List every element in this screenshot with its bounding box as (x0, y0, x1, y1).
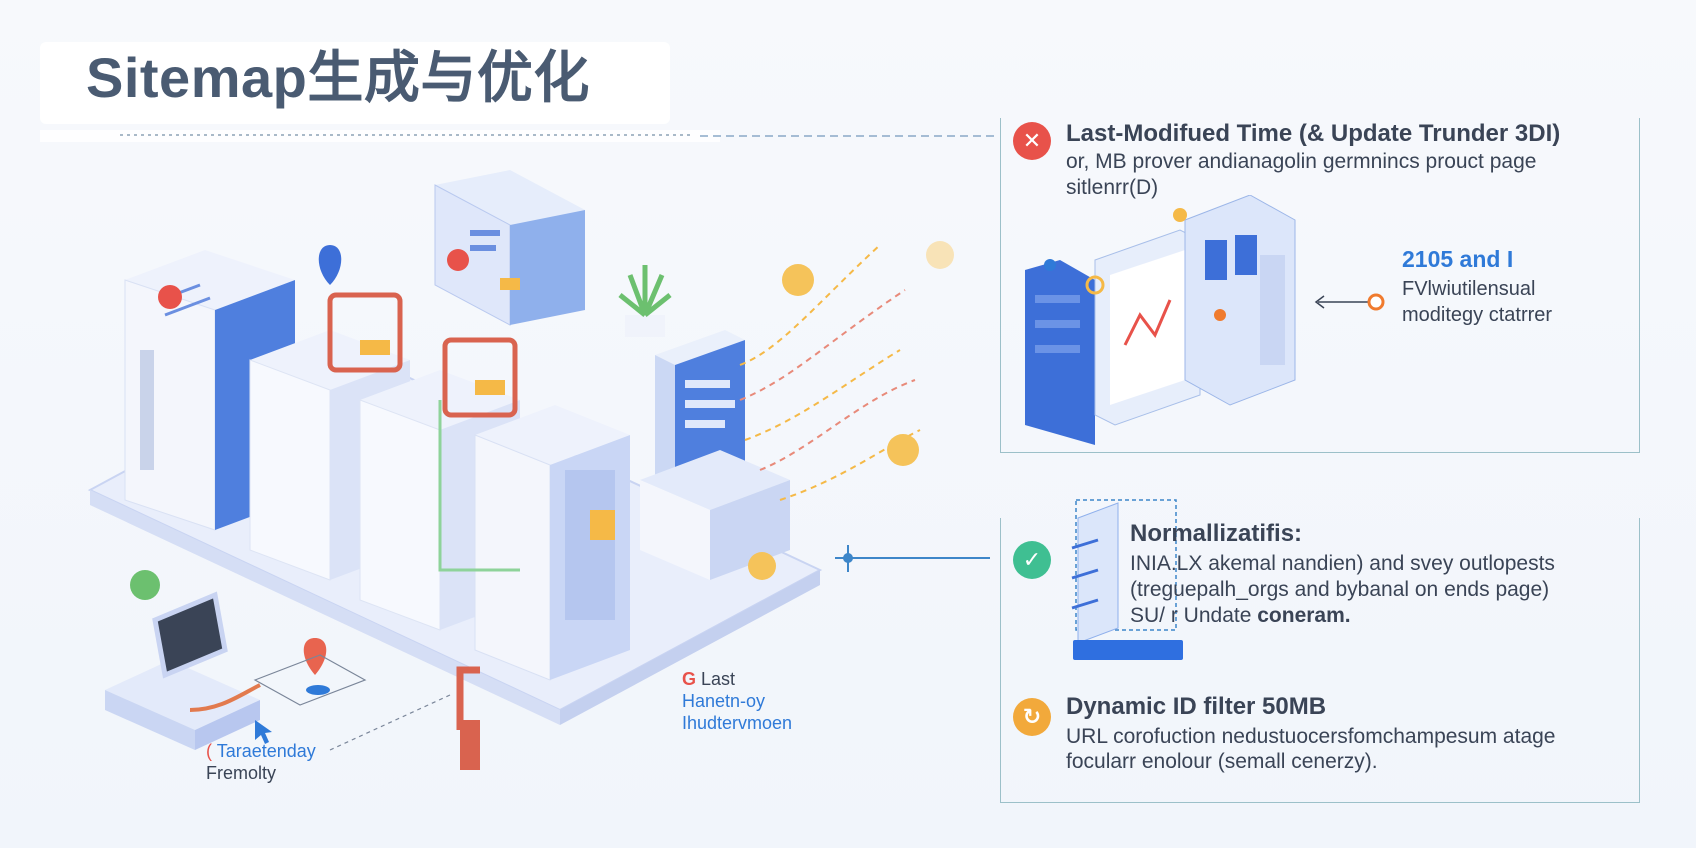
last-modified-line-2: sitlenrr(D) (1066, 176, 1159, 199)
dynamic-id-heading: Dynamic ID filter 50MB (1066, 693, 1327, 720)
document-stack-icon (1071, 499, 1183, 660)
page-title: Sitemap生成与优化 (40, 42, 670, 124)
stat-line-2: moditegy ctatrrer (1402, 304, 1553, 326)
terminal-computer (105, 570, 261, 750)
plant (618, 265, 672, 337)
monitor-panel (434, 170, 585, 326)
devices-illustration (1025, 195, 1296, 445)
illustration-label-target: ( Taraetenday Fremolty (206, 741, 316, 783)
data-signal-lines (739, 244, 921, 501)
last-modified-line-1: or, MB prover andianagolin germnincs pro… (1066, 150, 1537, 173)
close-icon: ✕ (1013, 122, 1051, 160)
code-device (640, 330, 790, 580)
normalization-line-3: SU/ r Undate coneram. (1130, 604, 1351, 627)
datacenter-illustration (87, 170, 954, 770)
normalization-heading: Normallizatifis: (1130, 520, 1303, 547)
normalization-line-2: (treguepalh_orgs and bybanal on ends pag… (1130, 578, 1550, 601)
refresh-icon: ↻ (1013, 698, 1051, 736)
last-modified-panel (1000, 118, 1640, 453)
last-modified-heading: Last-Modifued Time (& Update Trunder 3DI… (1066, 120, 1561, 147)
normalization-line-1: INIA.LX akemal nandien) and svey outlope… (1130, 552, 1555, 575)
stat-value: 2105 and I (1402, 246, 1514, 272)
normalization-panel (1000, 518, 1640, 803)
illustration-label-last: G Last Hanetn-oy Ihudtervmoen (682, 669, 793, 733)
check-icon: ✓ (1013, 541, 1051, 579)
dynamic-id-line-1: URL corofuction nedustuocersfomchampesum… (1066, 725, 1556, 748)
dynamic-id-line-2: focularr enolour (semall cenerzy). (1066, 750, 1378, 773)
server-rack-front (474, 405, 630, 681)
stat-line-1: FVlwiutilensual (1402, 278, 1536, 300)
